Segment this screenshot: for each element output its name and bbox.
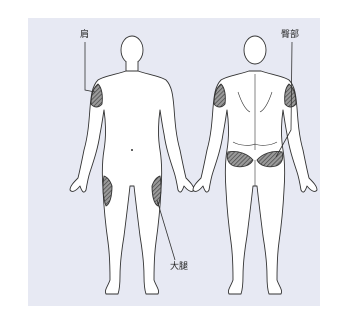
back-shoulder-hatch-left [214, 84, 225, 107]
thigh-leader [157, 200, 175, 260]
front-shoulder-hatch [91, 84, 102, 107]
label-shoulder: 肩 [80, 31, 89, 40]
back-shoulder-hatch-right [285, 84, 296, 107]
shoulder-leader [85, 42, 95, 92]
front-neck [126, 62, 138, 72]
front-head [121, 36, 143, 64]
label-buttock: 臀部 [281, 31, 299, 40]
label-thigh: 大腿 [170, 263, 188, 272]
front-body [70, 71, 194, 294]
back-figure [193, 36, 317, 294]
diagram-panel: 肩 臀部 大腿 [28, 18, 320, 306]
back-head [244, 36, 266, 64]
front-figure [70, 36, 194, 294]
